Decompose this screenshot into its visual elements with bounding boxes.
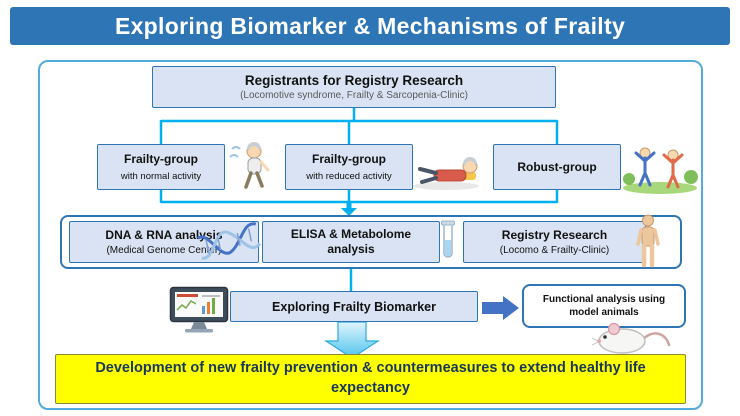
exploring-biomarker-box: Exploring Frailty Biomarker [230,291,478,322]
elisa-metabolome-box: ELISA & Metabolome analysis [262,221,440,263]
group-title: Frailty-group [124,152,198,166]
analysis-subtitle: (Medical Genome Center) [106,245,222,256]
registrants-box: Registrants for Registry Research (Locom… [152,66,556,108]
walking-senior-icon [229,142,270,189]
group-subtitle: with reduced activity [306,171,392,182]
analysis-title: DNA & RNA analysis [105,228,223,242]
registrants-subtitle: (Locomotive syndrome, Frailty & Sarcopen… [240,90,468,101]
functional-analysis-title: Functional analysis using model animals [542,293,666,319]
analysis-title: Registry Research [501,228,608,242]
page-title: Exploring Biomarker & Mechanisms of Frai… [10,7,730,45]
dna-rna-analysis-box: DNA & RNA analysis (Medical Genome Cente… [69,221,259,263]
mouse-icon [592,322,671,354]
test-tube-icon [441,220,455,258]
dna-helix-icon [196,222,262,260]
exercising-people-icon [623,147,698,194]
group-subtitle: with normal activity [120,171,202,182]
monitor-chart-icon [169,286,229,333]
biomarker-title: Exploring Frailty Biomarker [272,299,436,314]
lying-senior-icon [413,157,479,190]
group-title: Robust-group [517,160,597,174]
human-body-icon [636,214,660,268]
outcome-text: Development of new frailty prevention & … [95,360,646,396]
analysis-subtitle: (Locomo & Frailty-Clinic) [499,245,610,256]
registry-research-box: Registry Research (Locomo & Frailty-Clin… [463,221,646,263]
analysis-title: ELISA & Metabolome analysis [290,227,412,256]
robust-group-box: Robust-group [493,144,621,190]
frailty-normal-group-box: Frailty-group with normal activity [97,144,225,190]
frailty-reduced-group-box: Frailty-group with reduced activity [285,144,413,190]
outcome-banner: Development of new frailty prevention & … [55,354,686,404]
group-title: Frailty-group [312,152,386,166]
functional-analysis-box: Functional analysis using model animals [522,284,686,328]
registrants-title: Registrants for Registry Research [244,73,464,88]
